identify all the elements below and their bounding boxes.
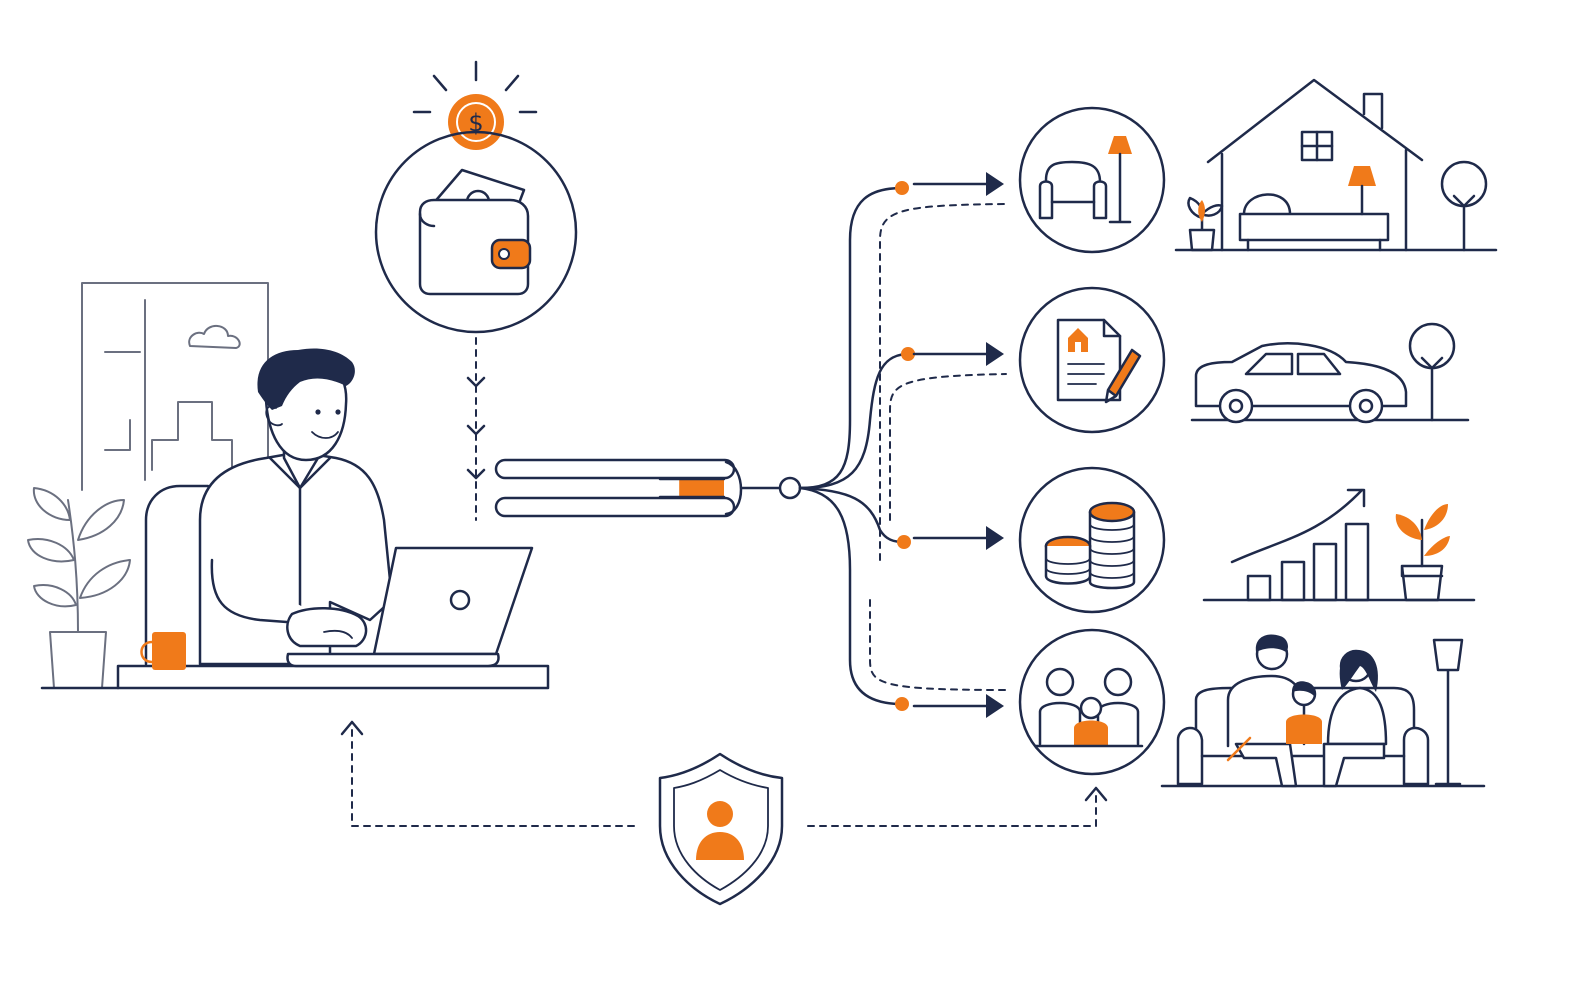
branch-family: [1018, 628, 1166, 776]
shield-person-icon: [658, 752, 784, 906]
branch-lines: [798, 172, 1007, 718]
branch-document: [1018, 286, 1166, 434]
plant-icon: [27, 487, 131, 689]
house-scene-icon: [1174, 78, 1498, 252]
family-sofa-scene-icon: [1160, 634, 1486, 788]
protection-node: [340, 720, 1108, 906]
paycheck-pipe: [494, 458, 802, 518]
coffee-mug-icon: [140, 632, 186, 670]
pipe-progress-fill: [679, 479, 724, 497]
branch-savings: [1018, 466, 1166, 614]
wallet-icon: [418, 168, 532, 296]
coin-stacks-icon: [1044, 501, 1136, 590]
branch-home: [1018, 106, 1166, 254]
person-icon: [198, 348, 394, 666]
armchair-lamp-icon: [1038, 136, 1132, 224]
laptop-icon: [286, 546, 534, 668]
worker-scene: [27, 282, 550, 690]
window-city-icon: [81, 282, 269, 491]
document-pen-icon: [1056, 318, 1142, 404]
flow-arrows: [466, 376, 486, 480]
protection-flow-left: [351, 729, 641, 827]
split-node: [778, 476, 802, 500]
income-node: $: [374, 60, 578, 521]
income-circle: [374, 130, 578, 334]
growth-chart-scene-icon: [1202, 488, 1476, 602]
car-scene-icon: [1190, 322, 1470, 424]
sun-rays-icon: [412, 60, 538, 114]
family-group-icon: [1034, 667, 1144, 748]
chair: [144, 484, 210, 666]
dollar-symbol: $: [468, 109, 483, 137]
protection-flow-right: [807, 795, 1097, 827]
